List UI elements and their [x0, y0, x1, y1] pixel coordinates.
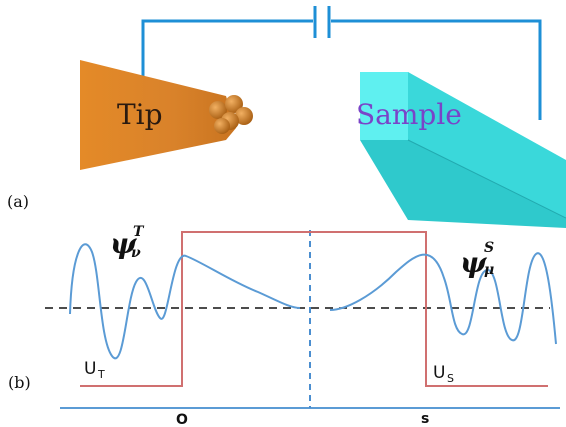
tip-wavefunction [69, 243, 301, 360]
svg-text:S: S [447, 372, 454, 385]
svg-text:T: T [133, 224, 145, 240]
svg-text:μ: μ [484, 262, 494, 278]
circuit-wire [141, 19, 542, 120]
sample-block [360, 72, 566, 228]
svg-text:T: T [97, 368, 105, 381]
psi-sample-label: ψ S μ [460, 240, 494, 279]
svg-text:S: S [484, 240, 494, 256]
svg-text:ψ: ψ [110, 227, 138, 260]
tip-cone [80, 60, 236, 170]
sample-label: Sample [356, 98, 462, 131]
tip-atoms [209, 95, 253, 134]
u-tip-label: U T [84, 359, 105, 381]
svg-text:U: U [433, 363, 445, 383]
potential-barrier [80, 231, 548, 387]
svg-text:U: U [84, 359, 96, 379]
x-tick-origin: O [176, 412, 188, 427]
sample-wavefunction [329, 252, 557, 345]
psi-tip-label: ψ T ν [110, 224, 145, 261]
x-tick-s: s [421, 411, 429, 427]
u-sample-label: U S [433, 363, 454, 385]
tip-label: Tip [117, 98, 163, 131]
panel-a-label: (a) [7, 192, 29, 211]
panel-b-label: (b) [8, 373, 31, 392]
svg-text:ν: ν [131, 245, 141, 261]
capacitor-symbol [313, 6, 331, 38]
svg-text:ψ: ψ [460, 246, 488, 279]
